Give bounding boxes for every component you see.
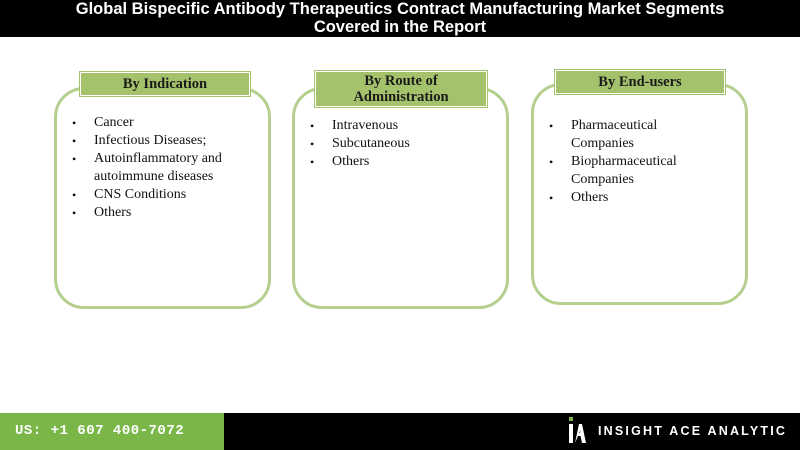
- segment-label-line: Administration: [353, 89, 449, 105]
- bullet-dot-icon: •: [72, 134, 77, 148]
- list-item: •Cancer: [72, 115, 134, 130]
- brand-name: INSIGHT ACE ANALYTIC: [598, 424, 788, 438]
- bullet-dot-icon: •: [310, 119, 315, 133]
- page-title-line-2: Covered in the Report: [313, 18, 487, 36]
- segment-label-end-users: By End-users: [555, 70, 725, 94]
- bullet-dot-icon: •: [72, 116, 77, 130]
- segment-card-route: [292, 87, 509, 309]
- list-item: •Others: [310, 154, 370, 169]
- segment-label-line: By End-users: [598, 74, 682, 90]
- list-item: •Others: [72, 205, 132, 220]
- segment-label-indication: By Indication: [80, 72, 250, 96]
- segment-label-route: By Route of Administration: [315, 71, 487, 107]
- page-title-line-1: Global Bispecific Antibody Therapeutics …: [75, 0, 725, 18]
- segment-list-route: •Intravenous •Subcutaneous •Others: [308, 117, 503, 171]
- footer-bar: US: +1 607 400-7072 INSIGHT ACE ANALYTIC: [0, 413, 800, 450]
- bullet-dot-icon: •: [310, 155, 315, 169]
- phone-number: US: +1 607 400-7072: [0, 413, 224, 450]
- page-title: Global Bispecific Antibody Therapeutics …: [0, 0, 800, 37]
- segment-label-line: By Indication: [122, 76, 208, 92]
- bullet-dot-icon: •: [72, 152, 77, 166]
- bullet-dot-icon: •: [549, 155, 554, 169]
- segment-card-end-users: [531, 83, 748, 305]
- bullet-dot-icon: •: [549, 119, 554, 133]
- bullet-dot-icon: •: [310, 137, 315, 151]
- segment-label-line: By Route of: [364, 73, 438, 89]
- bullet-dot-icon: •: [549, 191, 554, 205]
- list-item: •Infectious Diseases;: [72, 133, 207, 148]
- list-item: •Others: [549, 190, 609, 205]
- segment-list-indication: •Cancer •Infectious Diseases; •Autoinfla…: [70, 114, 270, 222]
- bullet-dot-icon: •: [72, 206, 77, 220]
- list-item: •Intravenous: [310, 118, 399, 133]
- list-item: •CNS Conditions: [72, 187, 187, 202]
- insight-ace-logo-icon: [569, 417, 586, 443]
- bullet-dot-icon: •: [72, 188, 77, 202]
- list-item: •Subcutaneous: [310, 136, 410, 151]
